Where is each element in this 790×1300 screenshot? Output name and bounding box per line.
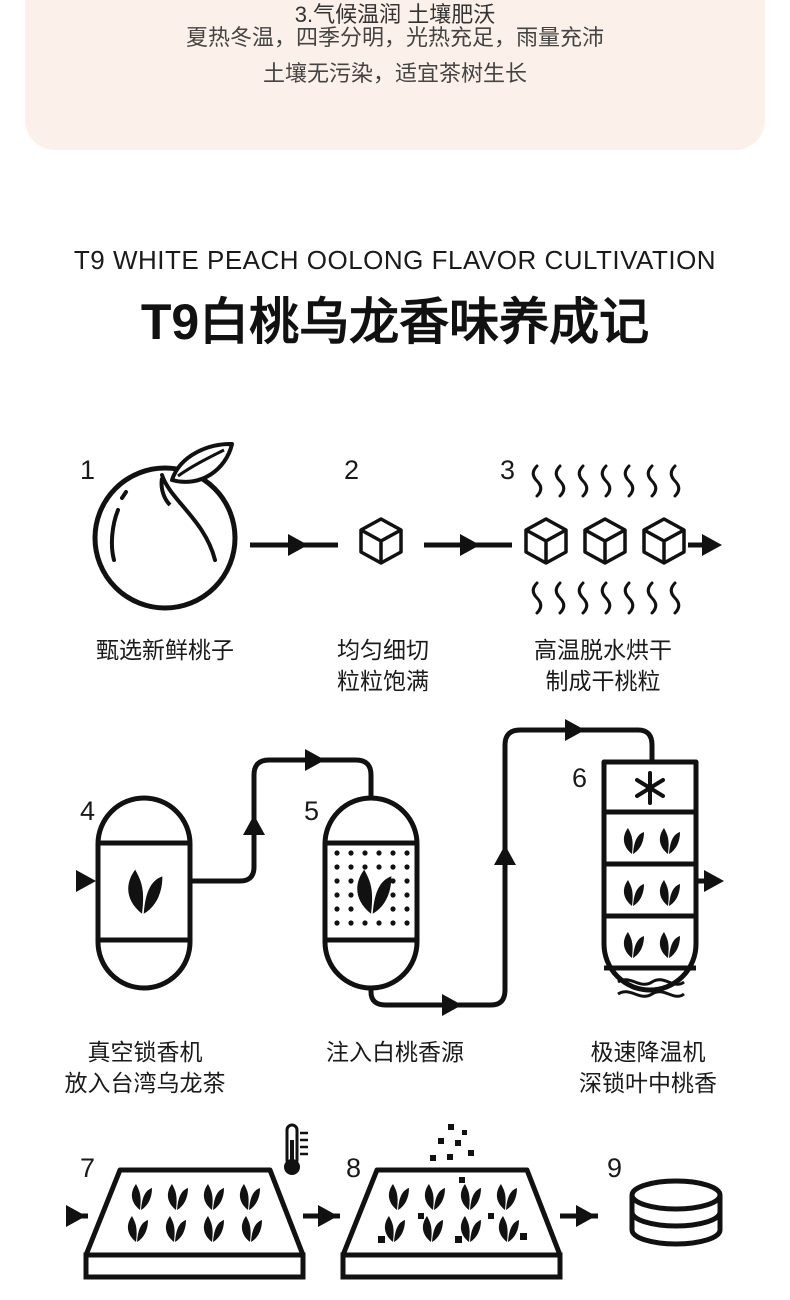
flow-arrow xyxy=(688,534,722,556)
step-number: 6 xyxy=(572,763,588,793)
step-number: 9 xyxy=(607,1153,623,1183)
flow-pipe xyxy=(190,749,374,884)
step-number: 4 xyxy=(80,796,96,826)
caption-line: 粒粒饱满 xyxy=(337,668,429,694)
caption-line: 真空锁香机 xyxy=(87,1039,203,1065)
intro-line-2: 土壤无污染，适宜茶树生长 xyxy=(262,61,527,86)
caption-line: 高温脱水烘干 xyxy=(534,637,672,663)
peach-piece-icon xyxy=(430,1124,474,1161)
caption-line: 深锁叶中桃香 xyxy=(579,1070,717,1096)
caption-line: 甄选新鲜桃子 xyxy=(96,637,234,663)
drying-tray-icon xyxy=(83,1167,306,1280)
step-caption: 均匀细切 粒粒饱满 xyxy=(283,635,483,697)
title-chinese: T9白桃乌龙香味养成记 xyxy=(140,294,650,350)
caption-line: 注入白桃香源 xyxy=(326,1039,464,1065)
flow-arrow xyxy=(560,1205,598,1227)
step-caption: 注入白桃香源 xyxy=(290,1037,500,1068)
caption-line: 制成干桃粒 xyxy=(545,668,661,694)
tea-can-icon xyxy=(629,1178,723,1247)
step-number: 8 xyxy=(346,1153,362,1183)
step-number: 7 xyxy=(80,1153,96,1183)
intro-line-1: 夏热冬温，四季分明，光热充足，雨量充沛 xyxy=(185,25,604,50)
caption-line: 均匀细切 xyxy=(337,637,429,663)
step-number: 3 xyxy=(500,455,516,485)
caption-line: 极速降温机 xyxy=(590,1039,706,1065)
cube-icon xyxy=(642,517,686,565)
step-caption: 真空锁香机 放入台湾乌龙茶 xyxy=(40,1037,250,1099)
step-number: 1 xyxy=(80,455,96,485)
step-number: 2 xyxy=(344,455,360,485)
step-caption: 高温脱水烘干 制成干桃粒 xyxy=(503,635,703,697)
flow-arrow xyxy=(250,534,338,556)
cube-icon xyxy=(359,517,403,565)
step-number: 5 xyxy=(304,796,320,826)
peach-icon xyxy=(92,441,238,611)
step-caption: 甄选新鲜桃子 xyxy=(60,635,270,666)
climate-intro-card: 3.气候温润 土壤肥沃 夏热冬温，四季分明，光热充足，雨量充沛 土壤无污染，适宜… xyxy=(25,0,765,150)
cube-icon xyxy=(524,517,568,565)
cube-icon xyxy=(583,517,627,565)
cooling-machine-icon xyxy=(601,759,699,998)
thermometer-icon xyxy=(284,1123,308,1175)
title-english: T9 WHITE PEACH OOLONG FLAVOR CULTIVATION xyxy=(73,245,717,275)
intro-heading: 3.气候温润 土壤肥沃 xyxy=(294,2,496,27)
flow-arrow xyxy=(76,870,96,892)
vacuum-tank-icon xyxy=(322,795,420,991)
flow-arrow xyxy=(303,1205,340,1227)
flow-arrow xyxy=(696,870,724,892)
vacuum-tank-icon xyxy=(95,795,193,991)
drying-tray-icon xyxy=(340,1167,563,1280)
flow-pipe xyxy=(368,719,655,1016)
flow-arrow xyxy=(424,534,512,556)
step-caption: 极速降温机 深锁叶中桃香 xyxy=(543,1037,753,1099)
caption-line: 放入台湾乌龙茶 xyxy=(64,1070,226,1096)
